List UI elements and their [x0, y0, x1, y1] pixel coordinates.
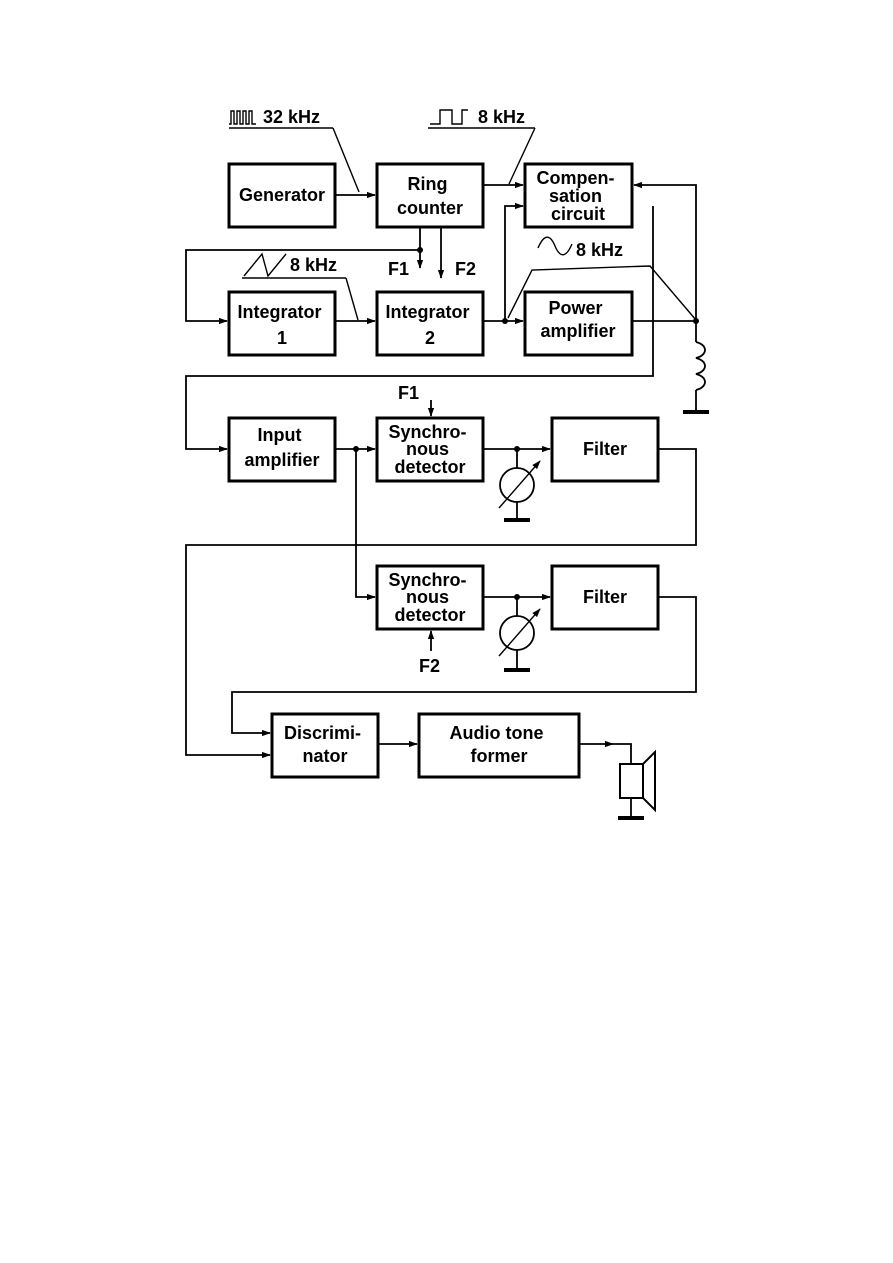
audio-tone-former-label: Audio tone former [450, 723, 549, 766]
pulse-32khz-label: 32 kHz [229, 107, 333, 129]
integrator-2-block: Integrator 2 [375, 290, 485, 357]
ring-counter-label: Ring counter [397, 174, 463, 218]
synchronous-detector-2-block: Synchro- nous detector [375, 564, 485, 631]
synchronous-detector-2-label: Synchro- nous detector [388, 570, 471, 625]
integrator-2-label: Integrator 2 [385, 302, 474, 348]
input-amplifier-block: Input amplifier [227, 416, 337, 483]
audio-tone-former-block: Audio tone former [417, 712, 581, 779]
triangle-8khz-label: 8 kHz [242, 252, 346, 279]
f2-top-label: F2 [455, 259, 476, 279]
f1-detector-label: F1 [398, 383, 419, 403]
synchronous-detector-1-label: Synchro- nous detector [388, 422, 471, 477]
meter-2-icon [498, 597, 541, 672]
triangle-wave-icon [243, 252, 287, 278]
input-amplifier-label: Input amplifier [244, 425, 319, 470]
square-wave-icon [430, 109, 468, 125]
wiring [185, 127, 709, 764]
junction-dots [353, 247, 699, 600]
f1-top-label: F1 [388, 259, 409, 279]
compensation-circuit-block: Compen- sation circuit [523, 162, 634, 229]
svg-text:32 kHz: 32 kHz [263, 107, 320, 127]
synchronous-detector-1-block: Synchro- nous detector [375, 416, 485, 483]
compensation-circuit-label: Compen- sation circuit [536, 168, 619, 224]
ring-counter-block: Ring counter [375, 162, 485, 229]
svg-text:8 kHz: 8 kHz [290, 255, 337, 275]
generator-block: Generator [227, 162, 337, 229]
speaker-icon [618, 749, 656, 820]
svg-text:8 kHz: 8 kHz [576, 240, 623, 260]
filter-1-block: Filter [550, 416, 660, 483]
discriminator-label: Discrimi- nator [284, 723, 366, 766]
filter-2-block: Filter [550, 564, 660, 631]
filter-1-label: Filter [583, 439, 627, 459]
square-8khz-label: 8 kHz [428, 107, 535, 129]
power-amplifier-block: Power amplifier [523, 290, 634, 357]
meter-1-icon [498, 449, 541, 522]
f2-detector-label: F2 [419, 656, 440, 676]
integrator-1-label: Integrator 1 [237, 302, 326, 348]
pulse-train-icon [229, 110, 256, 125]
generator-label: Generator [239, 185, 325, 205]
integrator-1-block: Integrator 1 [227, 290, 337, 357]
sine-wave-icon [537, 236, 573, 256]
svg-text:8 kHz: 8 kHz [478, 107, 525, 127]
filter-2-label: Filter [583, 587, 627, 607]
sine-8khz-label: 8 kHz [537, 236, 623, 260]
discriminator-block: Discrimi- nator [270, 712, 380, 779]
power-amplifier-label: Power amplifier [540, 298, 615, 341]
